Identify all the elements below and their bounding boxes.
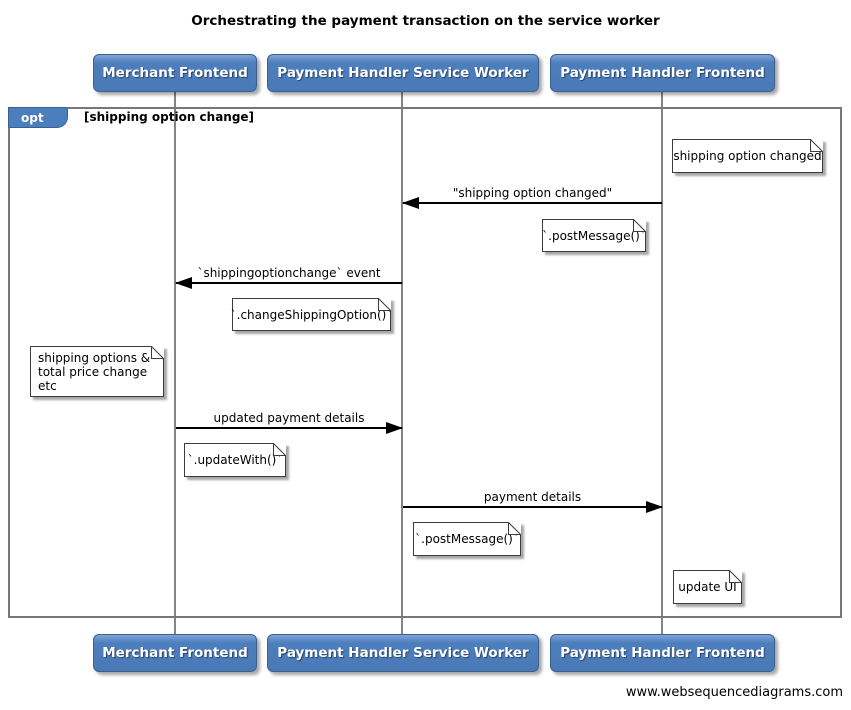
message-line	[176, 427, 402, 429]
message-line	[403, 202, 662, 204]
opt-frame	[8, 107, 842, 618]
actor-top-payment-handler-service-worker: Payment Handler Service Worker	[267, 54, 539, 92]
note-dogear-icon	[633, 219, 646, 232]
diagram-title: Orchestrating the payment transaction on…	[191, 13, 660, 29]
note-dogear-icon	[508, 522, 521, 535]
arrowhead-right-icon	[646, 501, 663, 513]
lifeline-payment-handler-frontend	[661, 92, 663, 634]
message-line	[176, 282, 402, 284]
message-shippingoptionchange-event: `shippingoptionchange` event	[175, 264, 402, 289]
note-postmessage-2: `.postMessage()`	[413, 522, 521, 556]
opt-frame-operator: opt	[8, 107, 68, 128]
message-shipping-option-changed: "shipping option changed"	[402, 184, 662, 209]
actor-label: Payment Handler Frontend	[560, 645, 765, 661]
arrowhead-right-icon	[386, 422, 403, 434]
message-label: "shipping option changed"	[452, 186, 613, 200]
actor-bottom-payment-handler-frontend: Payment Handler Frontend	[550, 634, 775, 672]
actor-label: Merchant Frontend	[102, 65, 248, 81]
actor-bottom-merchant-frontend: Merchant Frontend	[93, 634, 257, 672]
note-dogear-icon	[378, 298, 391, 311]
note-dogear-icon	[273, 443, 286, 456]
note-text: shipping option changed	[673, 149, 822, 163]
note-text: shipping options & total price change et…	[38, 350, 151, 393]
message-label: `shippingoptionchange` event	[197, 266, 381, 280]
opt-frame-guard: [shipping option change]	[84, 110, 255, 124]
note-dogear-icon	[729, 570, 742, 583]
lifeline-payment-handler-service-worker	[401, 92, 403, 634]
note-shipping-options-total-price: shipping options & total price change et…	[30, 346, 164, 397]
actor-label: Payment Handler Service Worker	[277, 65, 529, 81]
note-text: `.postMessage()`	[415, 532, 519, 546]
note-updatewith: `.updateWith()`	[184, 443, 286, 477]
actor-label: Payment Handler Frontend	[560, 65, 765, 81]
note-dogear-icon	[810, 139, 823, 152]
message-updated-payment-details: updated payment details	[176, 409, 403, 434]
note-text: `.updateWith()`	[187, 453, 283, 467]
note-text: `.postMessage()`	[542, 228, 646, 243]
message-payment-details: payment details	[403, 488, 663, 513]
actor-label: Merchant Frontend	[102, 645, 248, 661]
note-postmessage-1: `.postMessage()`	[542, 219, 646, 252]
note-dogear-icon	[151, 346, 164, 359]
actor-label: Payment Handler Service Worker	[277, 645, 529, 661]
actor-top-merchant-frontend: Merchant Frontend	[93, 54, 257, 92]
arrowhead-left-icon	[175, 277, 192, 289]
note-text: update UI	[678, 580, 737, 594]
note-shipping-option-changed: shipping option changed	[672, 139, 823, 173]
note-changeshippingoption: `.changeShippingOption()`	[230, 298, 393, 331]
arrowhead-left-icon	[402, 197, 419, 209]
note-text: `.changeShippingOption()`	[230, 307, 393, 322]
message-line	[403, 506, 662, 508]
message-label: updated payment details	[213, 411, 365, 425]
actor-top-payment-handler-frontend: Payment Handler Frontend	[550, 54, 775, 92]
note-update-ui: update UI	[673, 570, 742, 604]
actor-bottom-payment-handler-service-worker: Payment Handler Service Worker	[267, 634, 539, 672]
lifeline-merchant-frontend	[174, 92, 176, 634]
message-label: payment details	[483, 490, 582, 504]
watermark-link[interactable]: www.websequencediagrams.com	[625, 685, 843, 700]
